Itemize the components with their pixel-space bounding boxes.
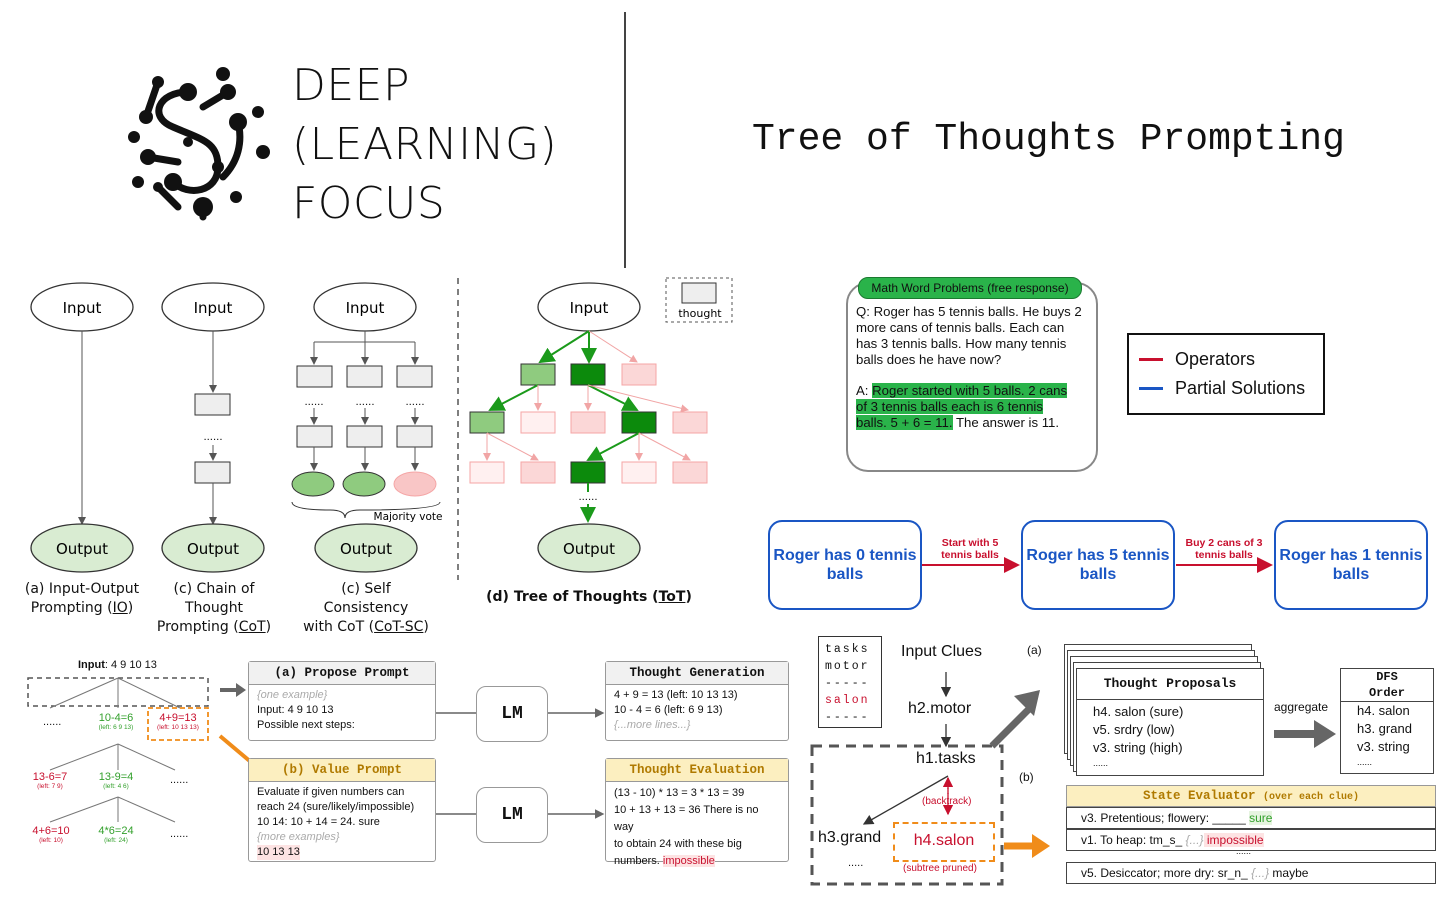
- legend-operators: Operators: [1175, 349, 1256, 369]
- input-clues-label: Input Clues: [901, 643, 982, 660]
- caption-tot: (d) Tree of Thoughts (ToT): [486, 589, 692, 605]
- thought-proposals-card: Thought Proposals h4. salon (sure) v5. s…: [1076, 668, 1264, 776]
- crossword-grid: tasks motor ----- salon -----: [818, 636, 882, 728]
- io-output-label: Output: [56, 540, 108, 558]
- h3-node: h3.grand: [818, 829, 882, 846]
- propose-prompt-box: (a) Propose Prompt {one example} Input: …: [248, 661, 436, 741]
- cot-dots: ......: [203, 432, 222, 443]
- operator-label-1: Start with 5 tennis balls: [941, 537, 999, 561]
- operators-legend: Operators Partial Solutions: [1127, 333, 1325, 415]
- thought-legend-label: thought: [678, 307, 722, 320]
- propose-prompt-header: (a) Propose Prompt: [249, 662, 435, 685]
- io-input-label: Input: [63, 299, 102, 317]
- brand-line-3: FOCUS: [292, 178, 446, 229]
- operators-line-icon: [1139, 358, 1163, 361]
- page-title: Tree of Thoughts Prompting: [752, 118, 1345, 161]
- svg-text:......: ......: [578, 492, 597, 503]
- lm-box-2: LM: [476, 787, 548, 843]
- caption-io: (a) Input-Output Prompting (IO): [24, 581, 140, 616]
- aggregate-label: aggregate: [1274, 700, 1329, 714]
- mwp-tag: Math Word Problems (free response): [858, 277, 1082, 299]
- io-output-node: [30, 523, 134, 573]
- g24-n3: 13-6=7(left: 7 9): [32, 771, 68, 790]
- game24-tree: [27, 677, 209, 823]
- partial-line-icon: [1139, 387, 1163, 390]
- g24-n2: 4+9=13(left: 10 13 13): [157, 712, 199, 731]
- backtrack-label: (backtrack): [922, 796, 972, 807]
- caption-cot: (c) Chain of Thought Prompting (CoT): [156, 581, 272, 635]
- state-eval-row-2: v1. To heap: tm_s_ {...} impossible: [1066, 829, 1436, 851]
- state-box-0: Roger has 0 tennis balls: [768, 520, 922, 610]
- cot-input-label: Input: [194, 299, 233, 317]
- tot-output-node: [537, 523, 641, 573]
- sc-output-node: [314, 523, 418, 573]
- svg-text:......: ......: [355, 397, 374, 408]
- brand-line-2: (LEARNING): [292, 119, 558, 170]
- g24-n6: 4*6=24(left: 24): [98, 825, 134, 844]
- crossword-arrows: [810, 672, 1050, 886]
- thought-evaluation-box: Thought Evaluation (13 - 10) * 13 = 3 * …: [605, 758, 789, 867]
- value-prompt-box: (b) Value Prompt Evaluate if given numbe…: [248, 758, 436, 862]
- svg-text:......: ......: [405, 397, 424, 408]
- prompting-methods-diagram: Input Output Input ...... Output Input .…: [30, 277, 733, 580]
- brand-line-1: DEEP: [292, 60, 411, 111]
- operator-arrows: [922, 557, 1273, 573]
- sc-output-label: Output: [340, 540, 392, 558]
- value-prompt-header: (b) Value Prompt: [249, 759, 435, 782]
- brand-wordmark: DEEP (LEARNING) FOCUS: [292, 56, 557, 233]
- lm-box-1: LM: [476, 686, 548, 742]
- legend-partial: Partial Solutions: [1175, 378, 1306, 398]
- state-box-1: Roger has 5 tennis balls: [1021, 520, 1175, 610]
- h1-node: h1.tasks: [916, 750, 976, 767]
- math-word-problem-card: [846, 282, 1098, 472]
- state-eval-row-3: v5. Desiccator; more dry: sr_n_ {...} ma…: [1066, 862, 1436, 884]
- mwp-answer: A: Roger started with 5 balls. 2 cans of…: [856, 383, 1068, 430]
- g24-n4: 13-9=4(left: 4 6): [98, 771, 134, 790]
- state-evaluator-header: State Evaluator (over each clue): [1066, 785, 1436, 807]
- pruned-label: (subtree pruned): [903, 863, 977, 874]
- deep-learning-focus-logo: [128, 67, 270, 221]
- majority-vote-label: Majority vote: [374, 511, 443, 523]
- g24-n1: 10-4=6(left: 6 9 13): [98, 712, 134, 731]
- operator-label-2: Buy 2 cans of 3 tennis balls: [1185, 537, 1263, 561]
- g24-input: Input: 4 9 10 13: [78, 659, 157, 671]
- mwp-question: Q: Roger has 5 tennis balls. He buys 2 m…: [856, 304, 1082, 367]
- svg-text:......: ......: [304, 397, 323, 408]
- state-box-2: Roger has 1 tennis balls: [1274, 520, 1428, 610]
- g24-n5: 4+6=10(left: 10): [32, 825, 70, 844]
- sc-input-label: Input: [346, 299, 385, 317]
- state-eval-row-1: v3. Pretentious; flowery: _____ sure: [1066, 807, 1436, 829]
- vertical-divider: [624, 12, 626, 268]
- aggregate-arrow: [1274, 720, 1336, 748]
- cot-output-node: [161, 523, 265, 573]
- thought-generation-box: Thought Generation 4 + 9 = 13 (left: 10 …: [605, 661, 789, 741]
- h4-node: h4.salon: [893, 822, 995, 862]
- tot-output-label: Output: [563, 540, 615, 558]
- caption-cot-sc: (c) Self Consistency with CoT (CoT-SC): [303, 581, 429, 635]
- tot-input-label: Input: [570, 299, 609, 317]
- h2-node: h2.motor: [908, 700, 972, 717]
- cot-output-label: Output: [187, 540, 239, 558]
